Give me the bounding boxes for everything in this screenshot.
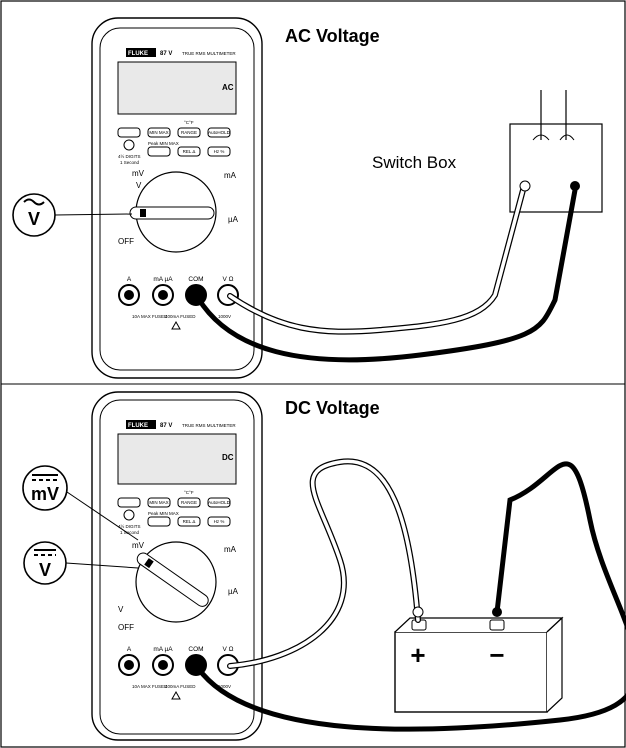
dc-button-hz-label: Hz % xyxy=(214,519,225,524)
ac-panel: AC Voltage FLUKE 87 V TRUE RMS MULTIMETE… xyxy=(13,18,602,378)
dc-backlight-icon[interactable] xyxy=(124,510,134,520)
dc-peak-label: Peak MIN MAX xyxy=(148,511,179,516)
dc-jack-com-label: COM xyxy=(188,646,203,653)
switch-box-outline xyxy=(510,124,602,212)
ac-button-range-label: RANGE xyxy=(181,130,197,135)
ac-dial-mv: mV xyxy=(132,169,145,178)
ac-button-hz-label: Hz % xyxy=(214,149,225,154)
ac-button-autohold-label: AutoHOLD xyxy=(208,130,231,135)
ac-display-mode: AC xyxy=(222,83,234,92)
dc-display xyxy=(118,434,236,484)
ac-brand: FLUKE xyxy=(128,51,148,57)
switch-box-label: Switch Box xyxy=(372,153,457,172)
dc-black-probe-tip xyxy=(492,607,502,617)
ac-dial-ma: mA xyxy=(224,171,237,180)
ac-digits-note: 4½ DIGITS xyxy=(118,153,141,159)
dc-panel: DC Voltage FLUKE 87 V TRUE RMS MULTIMETE… xyxy=(23,392,626,740)
dc-dial-v: V xyxy=(118,605,124,614)
dc-jack-ma-label: mA µA xyxy=(153,646,173,653)
ac-jack-ma-hole xyxy=(158,290,168,300)
dc-fuse-10a: 10A MAX FUSED xyxy=(132,684,168,689)
ac-fuse-400ma: 400mA FUSED xyxy=(165,314,196,319)
dc-button-autohold-label: AutoHOLD xyxy=(208,500,231,505)
ac-peak-label: Peak MIN MAX xyxy=(148,141,179,146)
dc-meter: FLUKE 87 V TRUE RMS MULTIMETER DC °C°F M… xyxy=(92,392,262,740)
dc-button-range-label: RANGE xyxy=(181,500,197,505)
dc-display-mode: DC xyxy=(222,453,234,462)
dc-model-sub: TRUE RMS MULTIMETER xyxy=(182,423,236,428)
dc-brand: FLUKE xyxy=(128,423,148,429)
dc-jack-a-hole xyxy=(124,660,134,670)
ac-display xyxy=(118,62,236,114)
ac-button-rel-label: REL Δ xyxy=(183,149,196,154)
dc-button-peak[interactable] xyxy=(148,517,170,526)
ac-fuse-10a: 10A MAX FUSED xyxy=(132,314,168,319)
dc-digits-note: 4½ DIGITS xyxy=(118,523,141,529)
ac-model-sub: TRUE RMS MULTIMETER xyxy=(182,51,236,56)
ac-red-lead xyxy=(230,190,523,332)
ac-dial-ua: µA xyxy=(228,215,239,224)
ac-button-yellow[interactable] xyxy=(118,128,140,137)
ac-dial-off: OFF xyxy=(118,237,134,246)
dc-red-probe-tip xyxy=(413,607,423,617)
ac-jack-a-label: A xyxy=(127,276,132,283)
ac-title: AC Voltage xyxy=(285,26,380,46)
dc-button-yellow[interactable] xyxy=(118,498,140,507)
ac-button-peak[interactable] xyxy=(148,147,170,156)
dc-dial-ma: mA xyxy=(224,545,237,554)
dc-jack-v-label: V Ω xyxy=(222,646,233,653)
dc-button-minmax-label: MIN MAX xyxy=(149,500,168,505)
ac-jack-v-label: V Ω xyxy=(222,276,233,283)
dc-dial-off: OFF xyxy=(118,623,134,632)
dc-button-rel-label: REL Δ xyxy=(183,519,196,524)
ac-jack-com-label: COM xyxy=(188,276,203,283)
ac-meter: FLUKE 87 V TRUE RMS MULTIMETER AC °C°F M… xyxy=(92,18,262,378)
battery-minus: − xyxy=(489,640,504,670)
ac-dial-v: V xyxy=(136,181,142,190)
ac-jack-a-hole xyxy=(124,290,134,300)
dc-badge-v-text: V xyxy=(39,560,51,580)
ac-black-probe-tip xyxy=(570,181,580,191)
ac-button-minmax-label: MIN MAX xyxy=(149,130,168,135)
ac-badge-text: V xyxy=(28,209,40,229)
ac-dial-indicator xyxy=(140,209,146,217)
ac-red-probe-tip xyxy=(520,181,530,191)
battery-plus: + xyxy=(410,640,425,670)
battery-negative-terminal xyxy=(490,620,504,630)
switch-box: Switch Box xyxy=(372,90,602,212)
ac-model: 87 V xyxy=(160,51,172,57)
dc-jack-ma-hole xyxy=(158,660,168,670)
dc-fuse-400ma: 400mA FUSED xyxy=(165,684,196,689)
ac-fuse-1000v: 1000V xyxy=(218,314,231,319)
dc-dial-mv: mV xyxy=(132,541,145,550)
ac-backlight-icon[interactable] xyxy=(124,140,134,150)
dc-jack-a-label: A xyxy=(127,646,132,653)
dc-dial-ua: µA xyxy=(228,587,239,596)
dc-button-header: °C°F xyxy=(184,490,194,495)
battery: + − xyxy=(395,618,562,712)
ac-button-header: °C°F xyxy=(184,120,194,125)
dc-model: 87 V xyxy=(160,423,172,429)
dc-badge-mv-text: mV xyxy=(31,484,59,504)
battery-side xyxy=(547,618,562,712)
ac-jack-ma-label: mA µA xyxy=(153,276,173,283)
dc-title: DC Voltage xyxy=(285,398,380,418)
ac-second-note: 1 Second xyxy=(120,160,140,165)
